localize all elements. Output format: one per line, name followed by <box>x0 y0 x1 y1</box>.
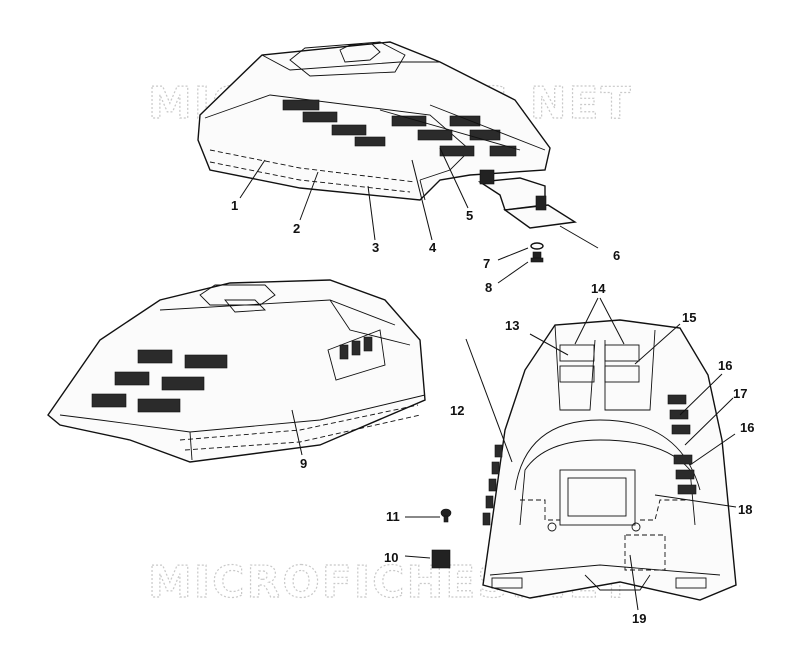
callout-16b: 16 <box>740 420 754 435</box>
callout-6: 6 <box>613 248 620 263</box>
callout-12: 12 <box>450 403 464 418</box>
callout-4: 4 <box>429 240 437 255</box>
callout-18: 18 <box>738 502 752 517</box>
callout-5: 5 <box>466 208 473 223</box>
callout-15: 15 <box>682 310 696 325</box>
callout-1: 1 <box>231 198 238 213</box>
callout-16a: 16 <box>718 358 732 373</box>
hood-underside-view <box>482 319 737 601</box>
screw-part-11 <box>440 508 452 523</box>
callout-11: 11 <box>386 509 400 524</box>
callout-7: 7 <box>483 256 490 271</box>
leader-lines <box>239 147 737 611</box>
callout-19: 19 <box>632 611 646 626</box>
callout-3: 3 <box>372 240 379 255</box>
hood-side-view <box>47 279 426 463</box>
callout-14: 14 <box>591 281 606 296</box>
bracket-part-6 <box>477 169 578 229</box>
callout-9: 9 <box>300 456 307 471</box>
callout-8: 8 <box>485 280 492 295</box>
callout-10: 10 <box>384 550 398 565</box>
hood-top-view <box>197 41 551 201</box>
callout-2: 2 <box>293 221 300 236</box>
callout-13: 13 <box>505 318 519 333</box>
washer-part-7 <box>530 242 544 250</box>
callout-17: 17 <box>733 386 747 401</box>
clip-part-10 <box>431 549 451 569</box>
bolt-part-8 <box>530 251 544 263</box>
